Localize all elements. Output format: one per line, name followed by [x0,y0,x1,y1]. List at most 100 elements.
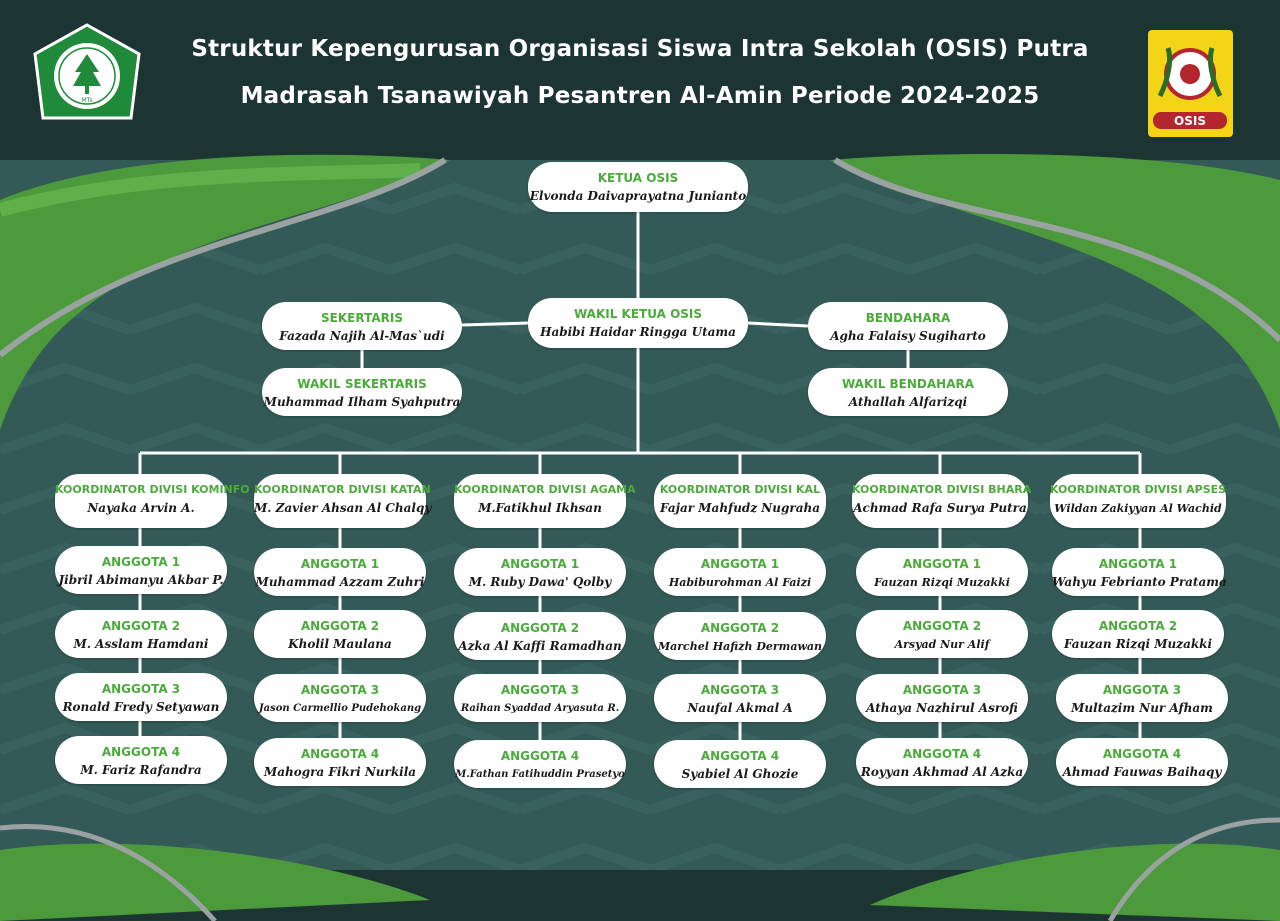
node-anggota-agama-1: ANGGOTA 1 M. Ruby Dawa' Qolby [454,548,626,596]
node-wakil-ketua-osis: WAKIL KETUA OSIS Habibi Haidar Ringga Ut… [528,298,748,348]
node-koordinator-apses: KOORDINATOR DIVISI APSES Wildan Zakiyyan… [1050,474,1226,528]
node-name: Multazim Nur Afham [1071,701,1213,715]
node-role: KETUA OSIS [597,171,679,185]
node-name: Mahogra Fikri Nurkila [263,765,417,779]
node-name: Wildan Zakiyyan Al Wachid [1054,502,1222,515]
node-anggota-kominfo-1: ANGGOTA 1 Jibril Abimanyu Akbar P. [55,546,227,594]
node-role: ANGGOTA 1 [700,557,780,571]
node-anggota-katan-1: ANGGOTA 1 Muhammad Azzam Zuhri [254,548,426,596]
node-name: Ronald Fredy Setyawan [62,700,220,714]
svg-text:MTs: MTs [82,97,93,104]
node-name: Fazada Najih Al-Mas`udi [279,329,445,343]
node-name: Marchel Hafizh Dermawan [657,640,823,653]
node-name: M. Ruby Dawa' Qolby [468,575,612,589]
node-role: KOORDINATOR DIVISI APSES [1050,483,1227,496]
node-role: ANGGOTA 2 [1098,619,1178,633]
node-role: ANGGOTA 3 [500,683,580,697]
node-name: M.Fatikhul Ikhsan [478,501,602,515]
node-koordinator-kal: KOORDINATOR DIVISI KAL Fajar Mahfudz Nug… [654,474,826,528]
node-name: Achmad Rafa Surya Putra [853,501,1027,515]
node-name: Muhammad Azzam Zuhri [255,575,425,589]
node-role: KOORDINATOR DIVISI AGAMA [454,483,636,496]
node-anggota-kal-1: ANGGOTA 1 Habiburohman Al Faizi [654,548,826,596]
node-role: ANGGOTA 2 [500,621,580,635]
node-anggota-kominfo-2: ANGGOTA 2 M. Asslam Hamdani [55,610,227,658]
node-anggota-apses-2: ANGGOTA 2 Fauzan Rizqi Muzakki [1052,610,1224,658]
node-role: ANGGOTA 3 [902,683,982,697]
node-ketua-osis: KETUA OSIS Elvonda Daivaprayatna Juniant… [528,162,748,212]
node-name: Jason Carmellio Pudehokang [258,703,422,714]
node-anggota-apses-4: ANGGOTA 4 Ahmad Fauwas Baihaqy [1056,738,1228,786]
node-role: ANGGOTA 3 [1102,683,1182,697]
node-anggota-apses-3: ANGGOTA 3 Multazim Nur Afham [1056,674,1228,722]
node-role: KOORDINATOR DIVISI KOMINFO [55,483,250,496]
node-name: M.Fathan Fatihuddin Prasetyo [455,769,625,780]
node-koordinator-kominfo: KOORDINATOR DIVISI KOMINFO Nayaka Arvin … [55,474,250,528]
title-line-1: Struktur Kepengurusan Organisasi Siswa I… [191,36,1089,62]
node-role: ANGGOTA 4 [902,747,982,761]
node-name: M. Asslam Hamdani [73,637,209,651]
node-role: ANGGOTA 3 [700,683,780,697]
node-bendahara: BENDAHARA Agha Falaisy Sugiharto [808,302,1008,350]
node-anggota-bhara-3: ANGGOTA 3 Athaya Nazhirul Asrofi [856,674,1028,722]
node-anggota-bhara-2: ANGGOTA 2 Arsyad Nur Alif [856,610,1028,658]
node-name: Kholil Maulana [288,637,392,651]
node-name: Fajar Mahfudz Nugraha [660,501,820,515]
node-role: KOORDINATOR DIVISI KAL [659,483,821,496]
node-sekertaris: SEKERTARIS Fazada Najih Al-Mas`udi [262,302,462,350]
node-name: Wahyu Febrianto Pratama [1052,575,1227,589]
node-wakil-sekertaris: WAKIL SEKERTARIS Muhammad Ilham Syahputr… [262,368,462,416]
node-anggota-kal-4: ANGGOTA 4 Syabiel Al Ghozie [654,740,826,788]
node-role: ANGGOTA 1 [300,557,380,571]
node-role: BENDAHARA [865,311,951,325]
node-anggota-kal-2: ANGGOTA 2 Marchel Hafizh Dermawan [654,612,826,660]
title-line-2: Madrasah Tsanawiyah Pesantren Al-Amin Pe… [240,83,1040,109]
node-role: ANGGOTA 4 [700,749,780,763]
node-role: WAKIL KETUA OSIS [573,307,703,321]
node-anggota-agama-3: ANGGOTA 3 Raihan Syaddad Aryasuta R. [454,674,626,722]
node-anggota-agama-2: ANGGOTA 2 Azka Al Kaffi Ramadhan [454,612,626,660]
node-name: Muhammad Ilham Syahputra [263,395,461,409]
node-name: Elvonda Daivaprayatna Junianto [529,189,747,203]
node-wakil-bendahara: WAKIL BENDAHARA Athallah Alfarizqi [808,368,1008,416]
node-name: Raihan Syaddad Aryasuta R. [460,703,620,714]
header-band [0,0,1280,160]
node-anggota-katan-3: ANGGOTA 3 Jason Carmellio Pudehokang [254,674,426,722]
node-name: Azka Al Kaffi Ramadhan [458,639,622,653]
node-role: ANGGOTA 2 [300,619,380,633]
node-koordinator-agama: KOORDINATOR DIVISI AGAMA M.Fatikhul Ikhs… [454,474,636,528]
node-name: M. Fariz Rafandra [80,763,202,777]
node-name: Ahmad Fauwas Baihaqy [1062,765,1222,779]
node-role: ANGGOTA 2 [101,619,181,633]
node-name: Agha Falaisy Sugiharto [830,329,986,343]
node-role: ANGGOTA 1 [500,557,580,571]
node-name: Naufal Akmal A [687,701,793,715]
node-anggota-bhara-4: ANGGOTA 4 Royyan Akhmad Al Azka [856,738,1028,786]
node-role: ANGGOTA 1 [1098,557,1178,571]
node-role: ANGGOTA 1 [902,557,982,571]
node-anggota-kominfo-4: ANGGOTA 4 M. Fariz Rafandra [55,736,227,784]
node-role: ANGGOTA 4 [300,747,380,761]
osis-emblem-icon: OSIS [1148,30,1233,137]
node-role: ANGGOTA 4 [1102,747,1182,761]
node-name: Nayaka Arvin A. [87,501,195,515]
node-anggota-kominfo-3: ANGGOTA 3 Ronald Fredy Setyawan [55,673,227,721]
node-role: ANGGOTA 4 [101,745,181,759]
node-role: ANGGOTA 3 [101,682,181,696]
node-role: ANGGOTA 2 [902,619,982,633]
node-anggota-bhara-1: ANGGOTA 1 Fauzan Rizqi Muzakki [856,548,1028,596]
svg-text:OSIS: OSIS [1174,114,1206,128]
node-name: Habiburohman Al Faizi [668,576,812,589]
node-name: Fauzan Rizqi Muzakki [1063,637,1213,651]
node-anggota-apses-1: ANGGOTA 1 Wahyu Febrianto Pratama [1052,548,1227,596]
node-role: ANGGOTA 3 [300,683,380,697]
node-anggota-katan-4: ANGGOTA 4 Mahogra Fikri Nurkila [254,738,426,786]
node-name: Syabiel Al Ghozie [681,767,799,781]
node-role: WAKIL SEKERTARIS [297,377,427,391]
node-name: Habibi Haidar Ringga Utama [540,325,736,339]
node-name: Arsyad Nur Alif [894,638,990,651]
node-role: SEKERTARIS [321,311,403,325]
node-name: M. Zavier Ahsan Al Chalqy [254,501,432,515]
node-name: Athallah Alfarizqi [848,395,968,409]
